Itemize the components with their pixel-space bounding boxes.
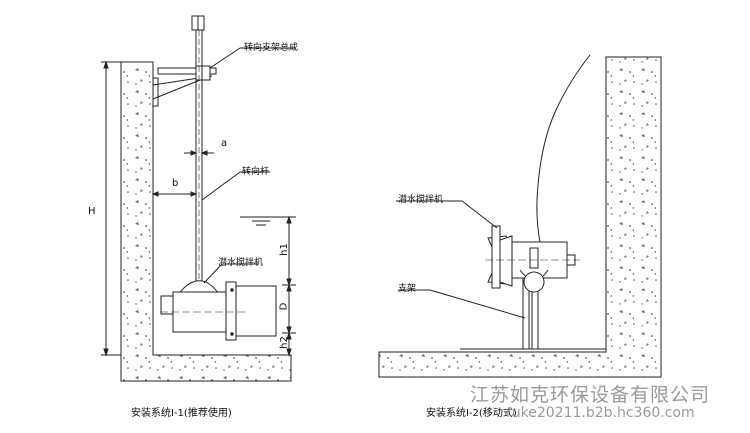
left-concrete-wall <box>120 61 292 382</box>
dimension-a: a <box>221 138 228 149</box>
dimension-b: b <box>172 178 179 189</box>
dimension-h1: h1 <box>278 243 290 256</box>
label-support: 支架 <box>398 284 417 294</box>
right-caption: 安装系统Ⅰ-2(移动式) <box>426 408 517 419</box>
watermark-url: ruke20211.b2b.hc360.com <box>506 405 695 421</box>
left-mixer <box>160 280 277 341</box>
label-left-mixer: 潜水搅拌机 <box>218 258 264 268</box>
left-caption: 安装系统Ⅰ-1(推荐使用) <box>131 408 232 419</box>
right-concrete <box>378 56 662 378</box>
left-installation-diagram <box>101 15 296 382</box>
dimension-h2: h2 <box>278 336 290 349</box>
label-turn-bracket-assembly: 转向支架总成 <box>244 43 299 53</box>
dimension-H: H <box>88 206 96 217</box>
dimension-D: D <box>278 302 290 311</box>
wall-plate <box>152 77 159 107</box>
right-installation-diagram <box>378 54 662 378</box>
right-mixer <box>485 225 580 293</box>
watermark-company: 江苏如克环保设备有限公司 <box>470 384 711 406</box>
power-cable <box>536 54 591 243</box>
turn-bracket <box>157 67 217 75</box>
label-turn-rod: 转向杆 <box>242 167 270 177</box>
label-right-mixer: 潜水搅拌机 <box>398 195 444 205</box>
